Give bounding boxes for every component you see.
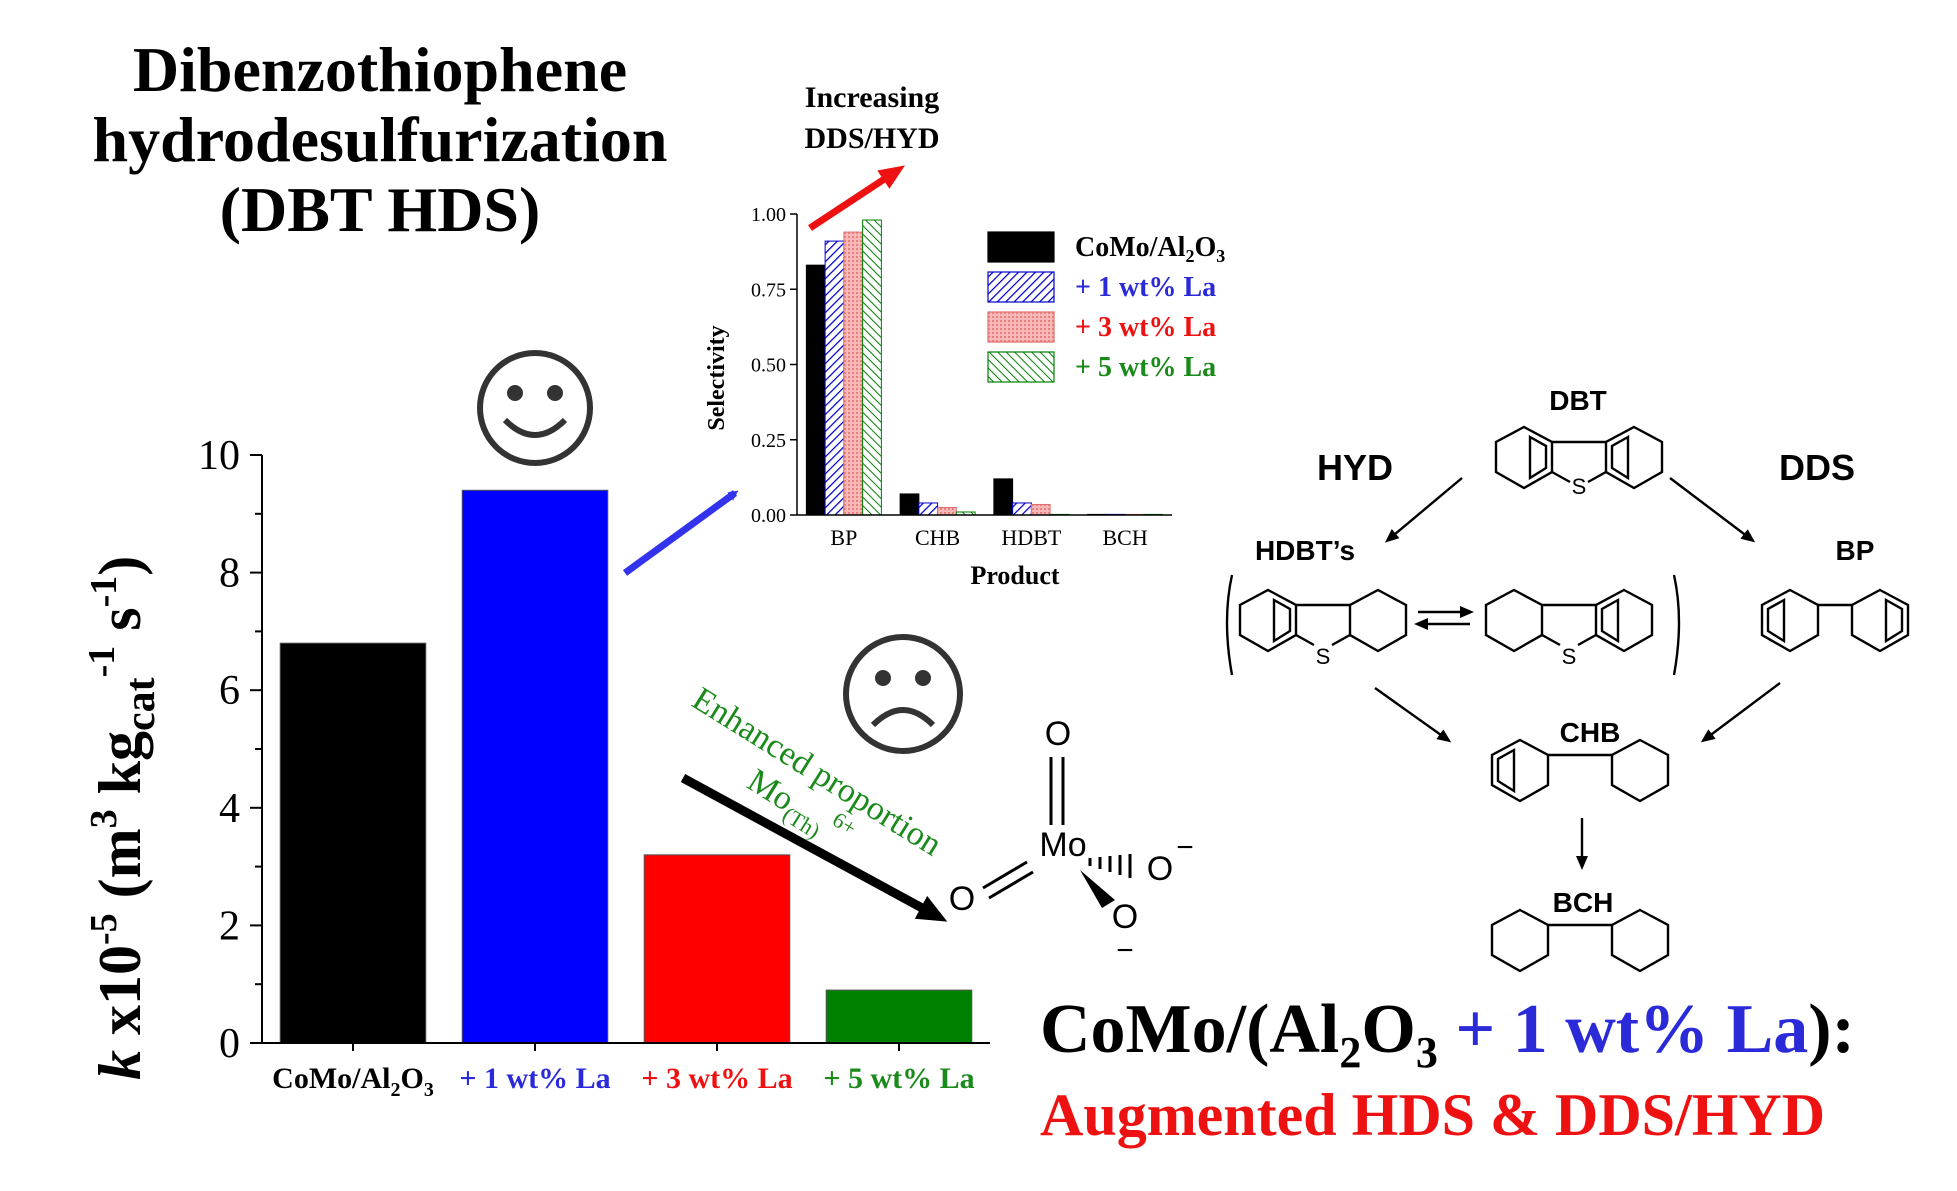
inset-y-axis-label: Selectivity xyxy=(704,325,730,430)
label-bch: BCH xyxy=(1553,887,1614,918)
main-x-tick-label: + 5 wt% La xyxy=(823,1062,974,1095)
reaction-scheme: DBT S HYD DDS HDBT’s BP S xyxy=(1225,385,1910,973)
label-bp: BP xyxy=(1836,535,1875,566)
inset-bar xyxy=(937,506,957,516)
legend-swatch xyxy=(987,231,1055,263)
main-bar xyxy=(461,489,609,1044)
svg-text:S: S xyxy=(1562,644,1577,669)
inset-bar xyxy=(1030,503,1051,516)
label-hdbts: HDBT’s xyxy=(1255,535,1355,566)
label-dbt: DBT xyxy=(1549,385,1607,416)
inset-bar xyxy=(843,231,864,516)
dbt-structure: S xyxy=(1494,425,1664,499)
inset-bar xyxy=(918,502,939,516)
inset-bar xyxy=(1012,502,1032,516)
molybdate-structure: O Mo O O − O − xyxy=(949,715,1194,967)
main-bar xyxy=(643,854,791,1044)
legend-swatch xyxy=(987,271,1055,303)
svg-text:−: − xyxy=(1116,934,1134,967)
inset-x-tick-label: BCH xyxy=(1103,525,1148,550)
svg-text:Mo: Mo xyxy=(1039,826,1086,864)
inset-legend: CoMo/Al2O3 + 1 wt% La + 3 wt% La + 5 wt% La xyxy=(987,231,1225,383)
svg-text:S: S xyxy=(1572,474,1587,499)
inset-y-tick-label: 1.00 xyxy=(751,204,786,226)
legend-label: CoMo/Al2O3 xyxy=(1075,232,1225,266)
svg-text:O: O xyxy=(1045,715,1071,753)
red-arrow xyxy=(808,165,906,231)
title-line-2: hydrodesulfurization xyxy=(92,104,668,175)
inset-bar xyxy=(824,240,845,516)
svg-text:−: − xyxy=(1176,831,1194,864)
bch-structure xyxy=(1490,908,1670,973)
main-x-tick-label: + 1 wt% La xyxy=(459,1062,610,1095)
legend-label: + 3 wt% La xyxy=(1075,312,1216,343)
inset-bar xyxy=(862,219,882,516)
hdbt-structure-2: S xyxy=(1484,588,1654,669)
happy-face-icon xyxy=(477,350,593,466)
main-y-tick-label: 0 xyxy=(219,1021,240,1067)
main-y-tick-label: 4 xyxy=(219,786,240,832)
title-line-3: (DBT HDS) xyxy=(219,174,541,245)
legend-label: + 5 wt% La xyxy=(1075,352,1216,383)
main-x-tick-label: + 3 wt% La xyxy=(641,1062,792,1095)
inset-x-tick-label: HDBT xyxy=(1001,525,1061,550)
inset-x-axis-label: Product xyxy=(970,561,1059,590)
inset-y-tick-label: 0.00 xyxy=(751,505,786,527)
inset-y-tick-label: 0.25 xyxy=(751,430,786,452)
inset-selectivity-chart: 0.00 0.25 0.50 0.75 1.00 BP CHB HDBT BCH Produc… xyxy=(704,204,1225,590)
legend-swatch xyxy=(987,351,1055,383)
inset-x-tick-label: CHB xyxy=(915,525,960,550)
label-dds: DDS xyxy=(1779,447,1855,488)
black-arrow xyxy=(680,774,948,922)
main-y-tick-label: 2 xyxy=(219,903,240,949)
legend-label: + 1 wt% La xyxy=(1075,272,1216,303)
main-x-tick-label: CoMo/Al2O3 xyxy=(272,1062,434,1101)
svg-text:O: O xyxy=(1147,850,1173,888)
main-bar xyxy=(279,642,427,1044)
svg-text:O: O xyxy=(1112,898,1138,936)
main-y-tick-label: 10 xyxy=(198,433,240,479)
conclusion-line-1: CoMo/(Al2O3 + 1 wt% La): xyxy=(1040,991,1855,1077)
main-bar xyxy=(825,989,973,1044)
conclusion-line-2: Augmented HDS & DDS/HYD xyxy=(1040,1082,1826,1148)
legend-swatch xyxy=(987,311,1055,343)
label-hyd: HYD xyxy=(1317,447,1393,488)
sad-face-icon xyxy=(843,634,963,754)
inset-x-tick-label: BP xyxy=(830,525,857,550)
inset-bar xyxy=(993,478,1014,516)
svg-text:k x10-5 (m3 kgcat-1 s-1): k x10-5 (m3 kgcat-1 s-1) xyxy=(81,556,164,1080)
label-chb: CHB xyxy=(1560,717,1621,748)
main-bar-chart: 0 2 4 6 8 10 CoMo/Al2O3 + 1 wt% La + 3 wt% La + … xyxy=(198,433,990,1101)
inset-annotation-line2: DDS/HYD xyxy=(804,122,939,155)
svg-text:S: S xyxy=(1316,644,1331,669)
svg-text:O: O xyxy=(949,880,975,918)
bp-structure xyxy=(1760,588,1910,653)
main-y-tick-label: 6 xyxy=(219,668,240,714)
blue-arrow xyxy=(622,490,739,576)
main-y-tick-label: 8 xyxy=(219,551,240,597)
inset-y-tick-label: 0.50 xyxy=(751,355,786,377)
main-y-axis-label: k x10-5 (m3 kgcat-1 s-1) xyxy=(81,556,164,1080)
chb-structure xyxy=(1490,738,1670,803)
inset-bar xyxy=(899,493,920,516)
inset-annotation-line1: Increasing xyxy=(805,81,939,114)
inset-bar xyxy=(805,264,826,516)
inset-y-tick-label: 0.75 xyxy=(751,279,786,301)
title-line-1: Dibenzothiophene xyxy=(132,34,628,105)
hdbt-structure-1: S xyxy=(1238,588,1408,669)
